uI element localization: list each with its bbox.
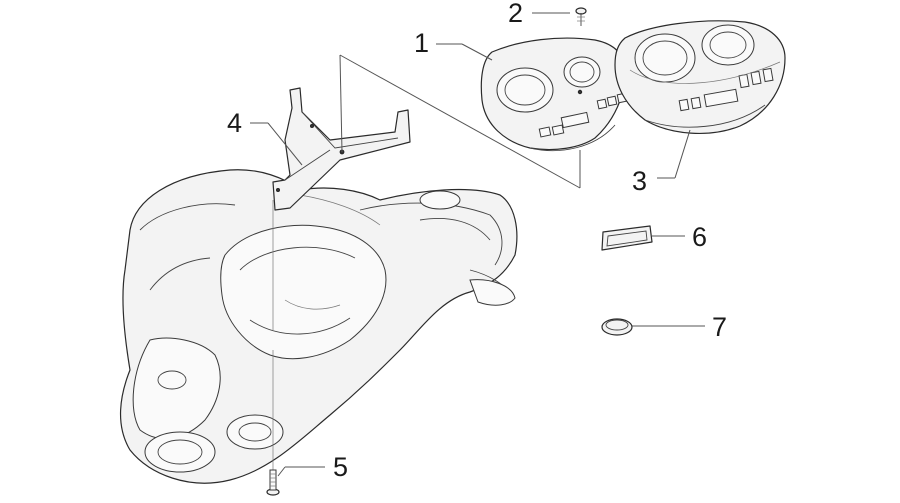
- leader-1b: [461, 43, 493, 61]
- screw-small: [575, 7, 587, 26]
- leader-4b: [267, 122, 303, 166]
- instrument-panel: [480, 37, 628, 151]
- callout-2: 2: [508, 0, 523, 28]
- leader-panel-b: [339, 54, 343, 153]
- callout-3: 3: [632, 166, 647, 196]
- leader-3b: [674, 129, 691, 179]
- leader-panel-a: [339, 54, 581, 189]
- handlebar-cover: [120, 169, 518, 484]
- rectangular-lens: [601, 225, 653, 251]
- instrument-cluster: [614, 20, 786, 134]
- callout-4: 4: [227, 108, 242, 138]
- callout-7: 7: [712, 312, 727, 342]
- round-cap: [601, 318, 633, 336]
- leader-5b: [277, 466, 286, 477]
- callout-5: 5: [333, 452, 348, 482]
- callout-6: 6: [692, 222, 707, 252]
- screw-long: [266, 469, 280, 496]
- callout-1: 1: [414, 28, 429, 58]
